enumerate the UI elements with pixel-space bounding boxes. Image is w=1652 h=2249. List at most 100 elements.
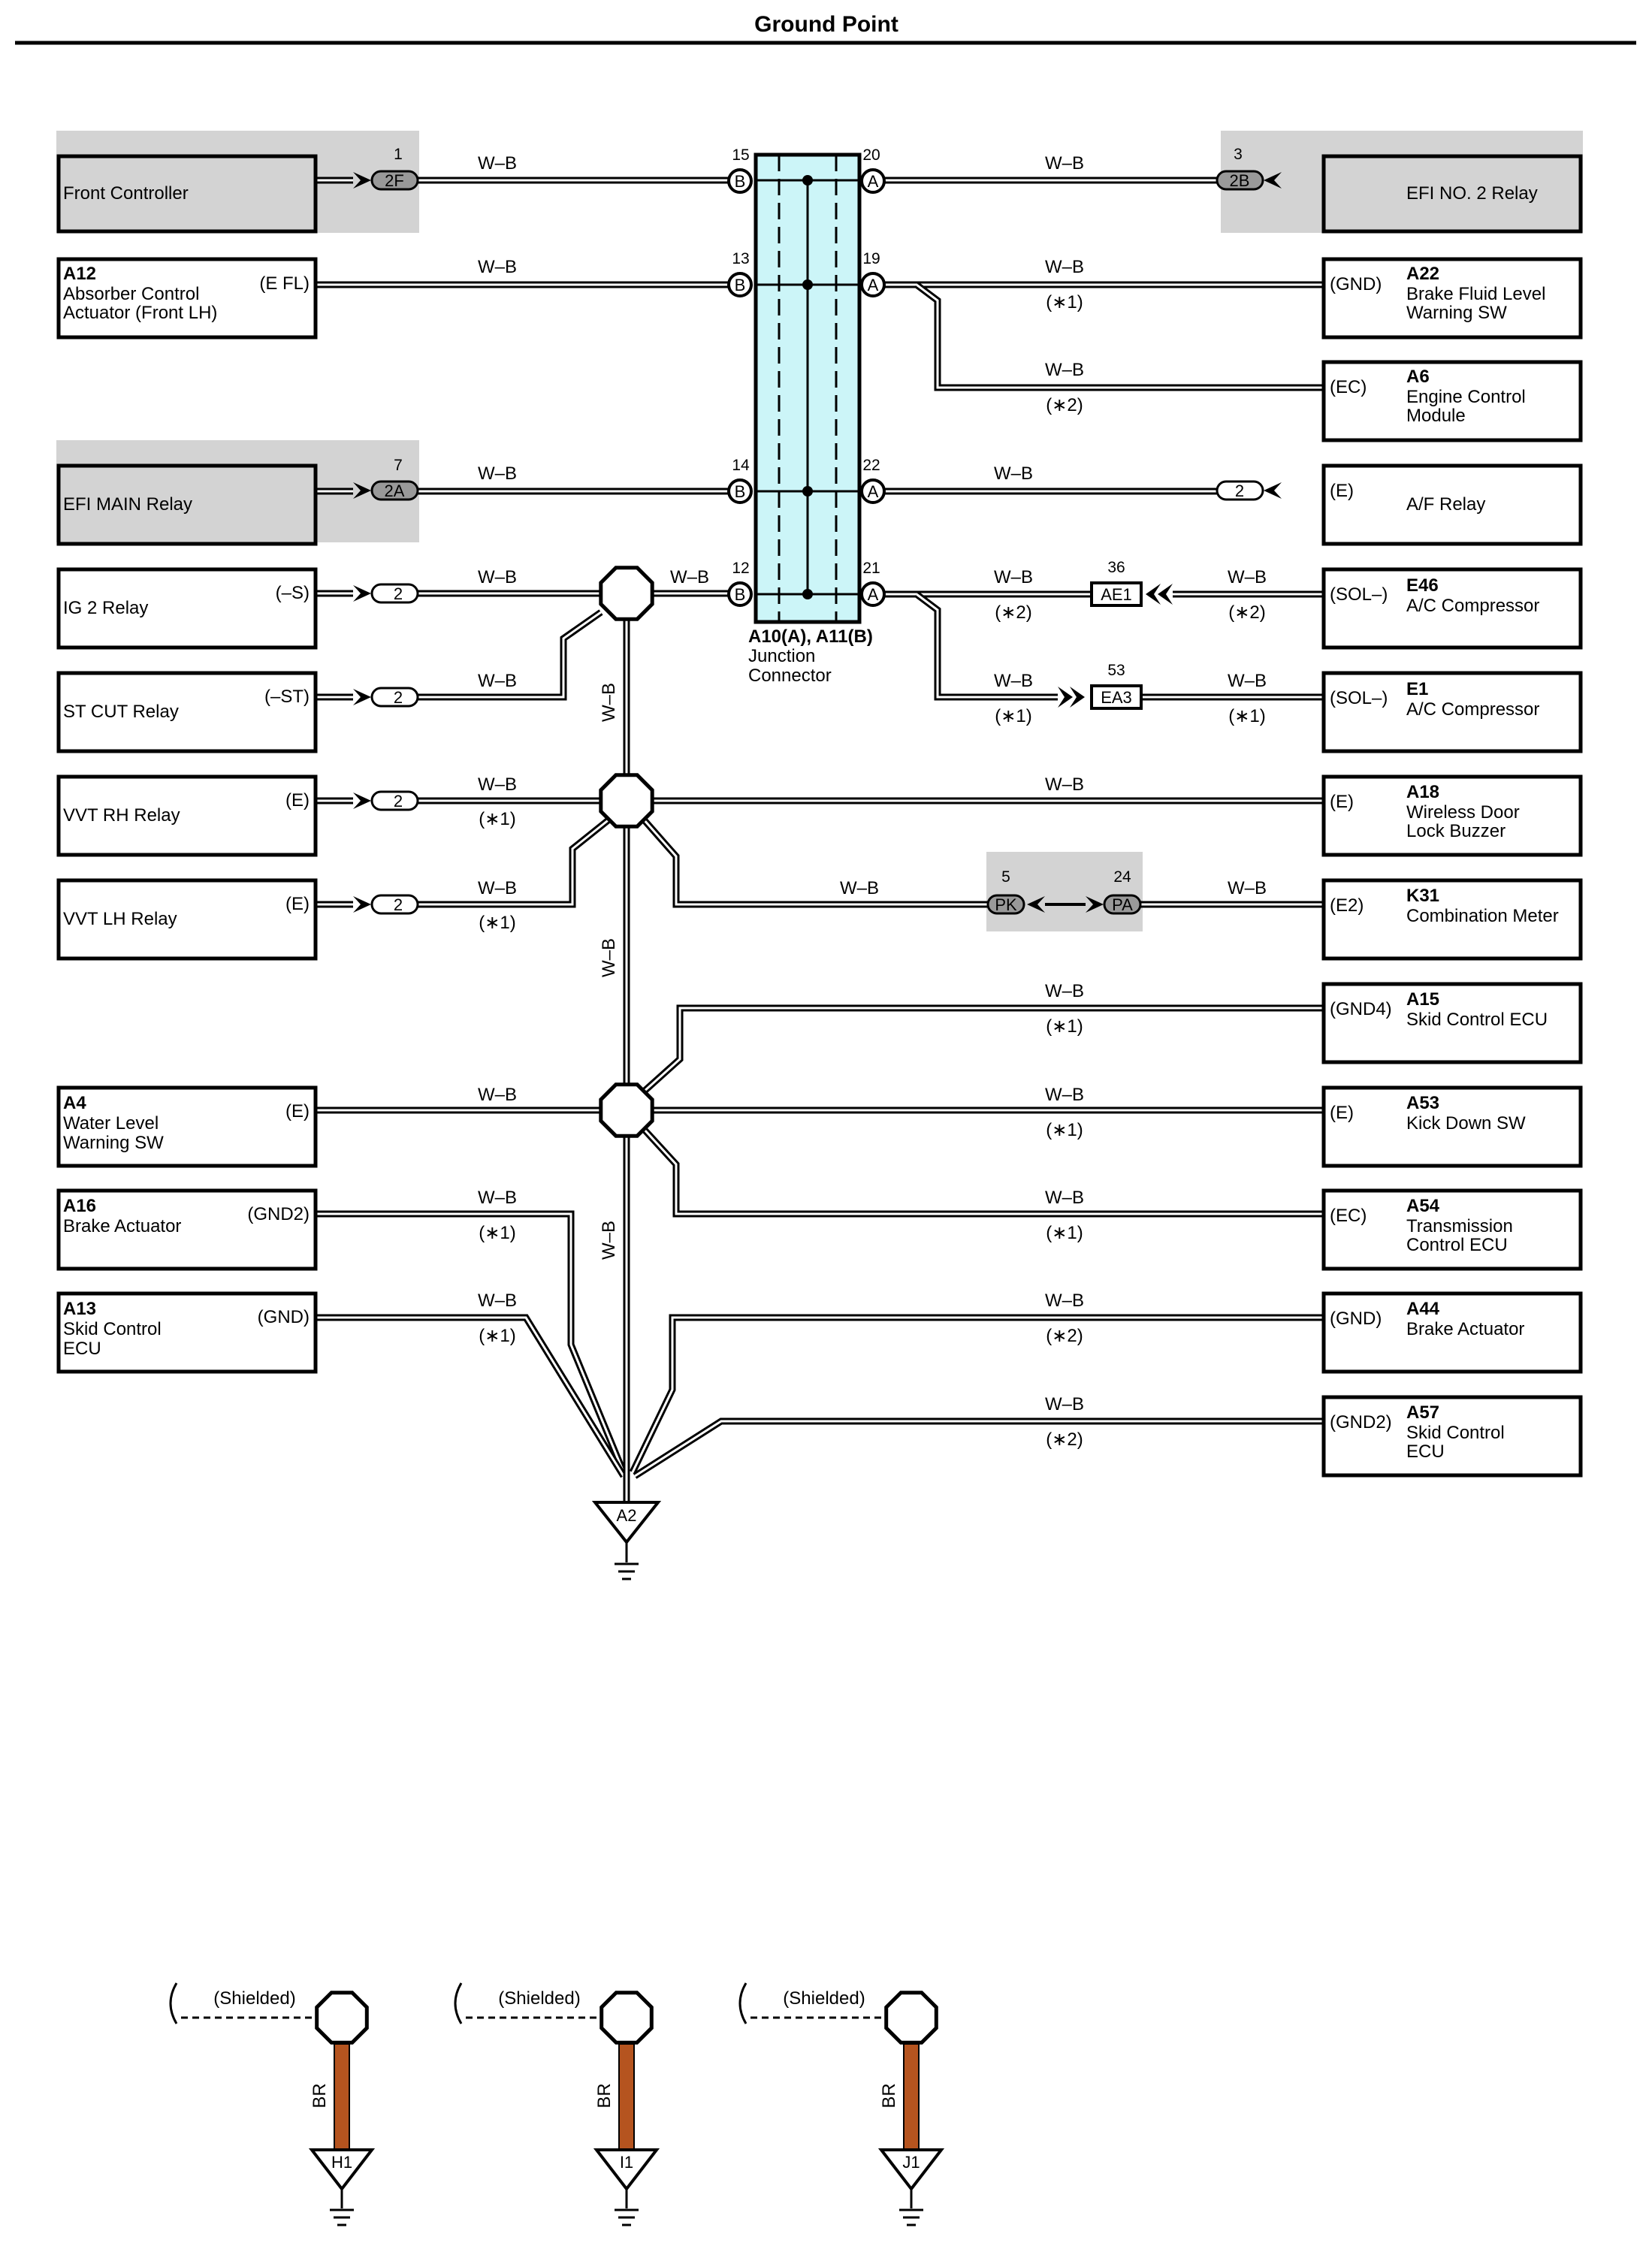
- connector-ig2: 2: [353, 583, 419, 604]
- note-2: (∗2): [1046, 1429, 1083, 1450]
- note-1: (∗1): [479, 913, 515, 933]
- wire-vvtlh: [418, 816, 612, 908]
- connector-ae1-pin: 36: [1107, 559, 1125, 576]
- connector-2B-pin: 3: [1234, 146, 1243, 163]
- a54-line1: Transmission: [1406, 1216, 1513, 1236]
- a15-pin: (GND4): [1330, 999, 1392, 1019]
- wire-label: W–B: [1045, 153, 1084, 174]
- jpin-b14-letter: B: [735, 482, 746, 501]
- jpin-a19-letter: A: [868, 276, 879, 294]
- page-title: Ground Point: [754, 12, 898, 37]
- br-label: BR: [310, 2083, 330, 2108]
- junction-inner-lines: [756, 155, 859, 622]
- a22-pin: (GND): [1330, 274, 1382, 294]
- a12-line2: Actuator (Front LH): [63, 303, 217, 323]
- br-wire: [618, 2043, 635, 2150]
- wire-label: W–B: [1228, 671, 1267, 691]
- a57-box: [1321, 1395, 1583, 1478]
- jpin-b14: B 14: [727, 457, 753, 504]
- a12-line1: Absorber Control: [63, 284, 199, 304]
- jpin-a21-number: 21: [862, 560, 880, 577]
- note-1: (∗1): [1046, 1016, 1083, 1037]
- af-pin: (E): [1330, 481, 1354, 501]
- wire-a57: [633, 1417, 1324, 1479]
- a44-line1: Brake Actuator: [1406, 1319, 1524, 1339]
- connector-ig2-label: 2: [394, 584, 403, 603]
- wire-label: W–B: [478, 1188, 517, 1208]
- e46-line1: A/C Compressor: [1406, 596, 1539, 616]
- e1-box: [1321, 671, 1583, 753]
- note-2: (∗2): [1228, 602, 1265, 623]
- a6-box: [1321, 360, 1583, 442]
- a4-box: [56, 1085, 318, 1168]
- connector-vvtlh: 2: [353, 894, 419, 915]
- wire-label: W–B: [994, 567, 1033, 587]
- a22-box: [1321, 257, 1583, 340]
- wire-label: W–B: [478, 774, 517, 795]
- e1-code: E1: [1406, 679, 1428, 699]
- ground-h1-label: H1: [331, 2153, 352, 2172]
- shielded-label: (Shielded): [213, 1988, 295, 2009]
- wire-label: W–B: [478, 878, 517, 898]
- a12-box: [56, 257, 318, 340]
- a54-box: [1321, 1188, 1583, 1271]
- a53-pin: (E): [1330, 1103, 1354, 1123]
- front-controller-name: Front Controller: [63, 183, 189, 204]
- k31-code: K31: [1406, 886, 1439, 906]
- wire-a44: [629, 1314, 1324, 1474]
- splice-layer: [599, 566, 654, 1138]
- jpin-b12-number: 12: [732, 560, 749, 577]
- junction-line3: Connector: [748, 666, 832, 686]
- connector-vvtrh: 2: [353, 790, 419, 811]
- a16-box: [56, 1188, 318, 1271]
- wire-label: W–B: [1045, 1394, 1084, 1414]
- a13-line1: Skid Control: [63, 1319, 162, 1339]
- jpin-b12-letter: B: [735, 585, 746, 604]
- wire-label: W–B: [1045, 257, 1084, 277]
- wire-label: W–B: [994, 671, 1033, 691]
- ground-h1: BR (Shielded) H1: [169, 1982, 376, 2226]
- ground-j1: BR(Shielded)J1: [738, 1982, 945, 2226]
- vvtrh-box: [56, 774, 318, 857]
- a44-pin: (GND): [1330, 1309, 1382, 1329]
- a13-pin: (GND): [258, 1307, 310, 1327]
- a4-pin: (E): [285, 1101, 310, 1121]
- wire-labels: W–B W–B W–B W–B W–B W–B W–B W–B W–B W–B …: [478, 153, 1267, 1414]
- connector-vvtrh-label: 2: [394, 792, 403, 811]
- wire-label: W–B: [1045, 774, 1084, 795]
- jpin-b13-letter: B: [735, 276, 746, 294]
- splice-point: [599, 773, 654, 829]
- e46-box: [1321, 567, 1583, 650]
- wire-a54: [640, 1125, 1324, 1218]
- a22-line1: Brake Fluid Level: [1406, 284, 1545, 304]
- a44-box: [1321, 1291, 1583, 1374]
- ig2-name: IG 2 Relay: [63, 598, 148, 618]
- a18-line2: Lock Buzzer: [1406, 821, 1506, 841]
- a18-box: [1321, 774, 1583, 857]
- front-controller-box: [56, 154, 318, 234]
- pk-pa-shade: [986, 852, 1143, 931]
- efi2-box: [1321, 154, 1583, 234]
- shielded-grounds: BR (Shielded) H1 BR(Shielded)I1 BR(Shielded)…: [169, 1982, 945, 2226]
- connector-ea3-label: EA3: [1101, 688, 1132, 707]
- connector-stcut: 2: [353, 687, 419, 708]
- ground-a2-label: A2: [617, 1506, 637, 1525]
- a57-code: A57: [1406, 1402, 1439, 1423]
- wire-label: W–B: [478, 1085, 517, 1105]
- a12-pin: (E FL): [259, 273, 310, 294]
- connector-af-label: 2: [1235, 481, 1244, 500]
- ground-i1: BR(Shielded)I1: [454, 1982, 660, 2226]
- a6-code: A6: [1406, 367, 1430, 387]
- note-2: (∗2): [1046, 395, 1083, 415]
- note-1: (∗1): [479, 809, 515, 829]
- efi-main-name: EFI MAIN Relay: [63, 494, 192, 515]
- jpin-a22: A 22: [860, 457, 886, 504]
- stcut-box: [56, 671, 318, 753]
- shielded-label: (Shielded): [783, 1988, 865, 2009]
- splice-point: [599, 1991, 654, 2045]
- br-wire: [903, 2043, 920, 2150]
- vvtlh-name: VVT LH Relay: [63, 909, 177, 929]
- a4-line1: Water Level: [63, 1113, 159, 1134]
- vvtlh-pin: (E): [285, 894, 310, 914]
